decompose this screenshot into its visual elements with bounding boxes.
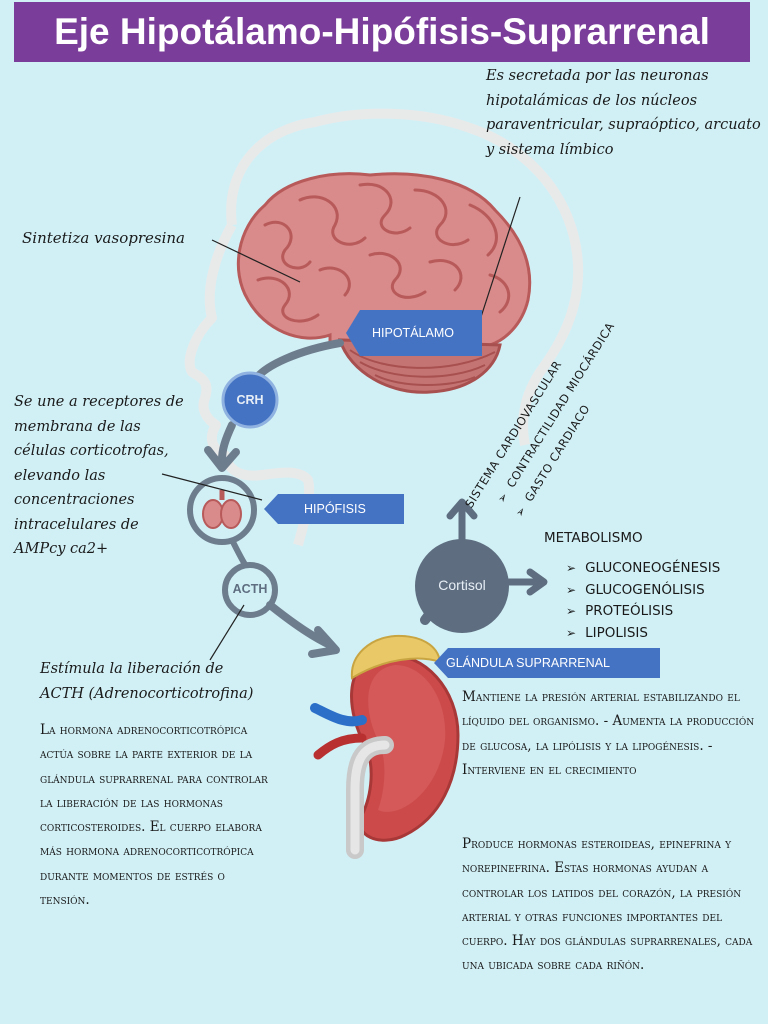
note-presion: Mantiene la presión arterial estabilizan… <box>462 689 755 778</box>
arrow-crh-to-hipofisis <box>218 421 236 464</box>
tag-hipotalamo: HIPOTÁLAMO <box>346 310 482 356</box>
metabolismo-list: GLUCONEOGÉNESIS GLUCOGENÓLISIS PROTEÓLIS… <box>566 560 720 646</box>
page-title: Eje Hipotálamo-Hipófisis-Suprarrenal <box>14 2 750 62</box>
note-hormona: La hormona adrenocorticotrópica actúa so… <box>40 722 268 909</box>
head-silhouette <box>184 108 584 547</box>
brainstem-curve <box>251 339 344 384</box>
note-receptores: Se une a receptores de membrana de las c… <box>14 394 184 557</box>
note-esteroideas: Produce hormonas esteroideas, epinefrina… <box>462 836 753 974</box>
tag-suprarrenal-label: GLÁNDULA SUPRARRENAL <box>446 656 610 670</box>
pointer-lines <box>161 196 521 661</box>
link-hipofisis-to-acth <box>229 538 249 568</box>
crh-label: CRH <box>236 393 264 407</box>
note-vasopresina: Sintetiza vasopresina <box>22 229 185 247</box>
acth-circle <box>222 562 278 618</box>
brain-illustration <box>236 172 532 394</box>
note-acth-release: Estímula la liberación de ACTH (Adrenoco… <box>40 661 254 702</box>
metabolismo-item: PROTEÓLISIS <box>566 603 720 625</box>
metabolismo-item: GLUCOGENÓLISIS <box>566 582 720 604</box>
cortisol-circle <box>415 539 509 633</box>
metabolismo-heading: METABOLISMO <box>544 530 643 546</box>
tag-suprarrenal: GLÁNDULA SUPRARRENAL <box>434 648 660 678</box>
arrowhead-crh-to-hipofisis <box>204 446 240 472</box>
acth-label: ACTH <box>232 582 268 596</box>
arrow-cortisol-up <box>446 498 478 543</box>
tag-hipofisis: HIPÓFISIS <box>264 494 404 524</box>
cortisol-label: Cortisol <box>438 577 486 593</box>
tag-hipotalamo-label: HIPOTÁLAMO <box>372 326 454 340</box>
crh-circle <box>221 371 279 429</box>
tag-hipofisis-label: HIPÓFISIS <box>304 502 366 516</box>
kidney-illustration <box>310 634 460 859</box>
metabolismo-item: LIPOLISIS <box>566 625 720 647</box>
adrenal-gland <box>350 634 442 680</box>
arrow-cortisol-right <box>505 568 548 596</box>
hipofisis-circle <box>187 475 257 545</box>
pituitary-gland <box>202 490 242 529</box>
note-secreted: Es secretada por las neuronas hipotalámi… <box>486 68 761 158</box>
metabolismo-item: GLUCONEOGÉNESIS <box>566 560 720 582</box>
arrowhead-acth-to-gland <box>308 626 340 658</box>
